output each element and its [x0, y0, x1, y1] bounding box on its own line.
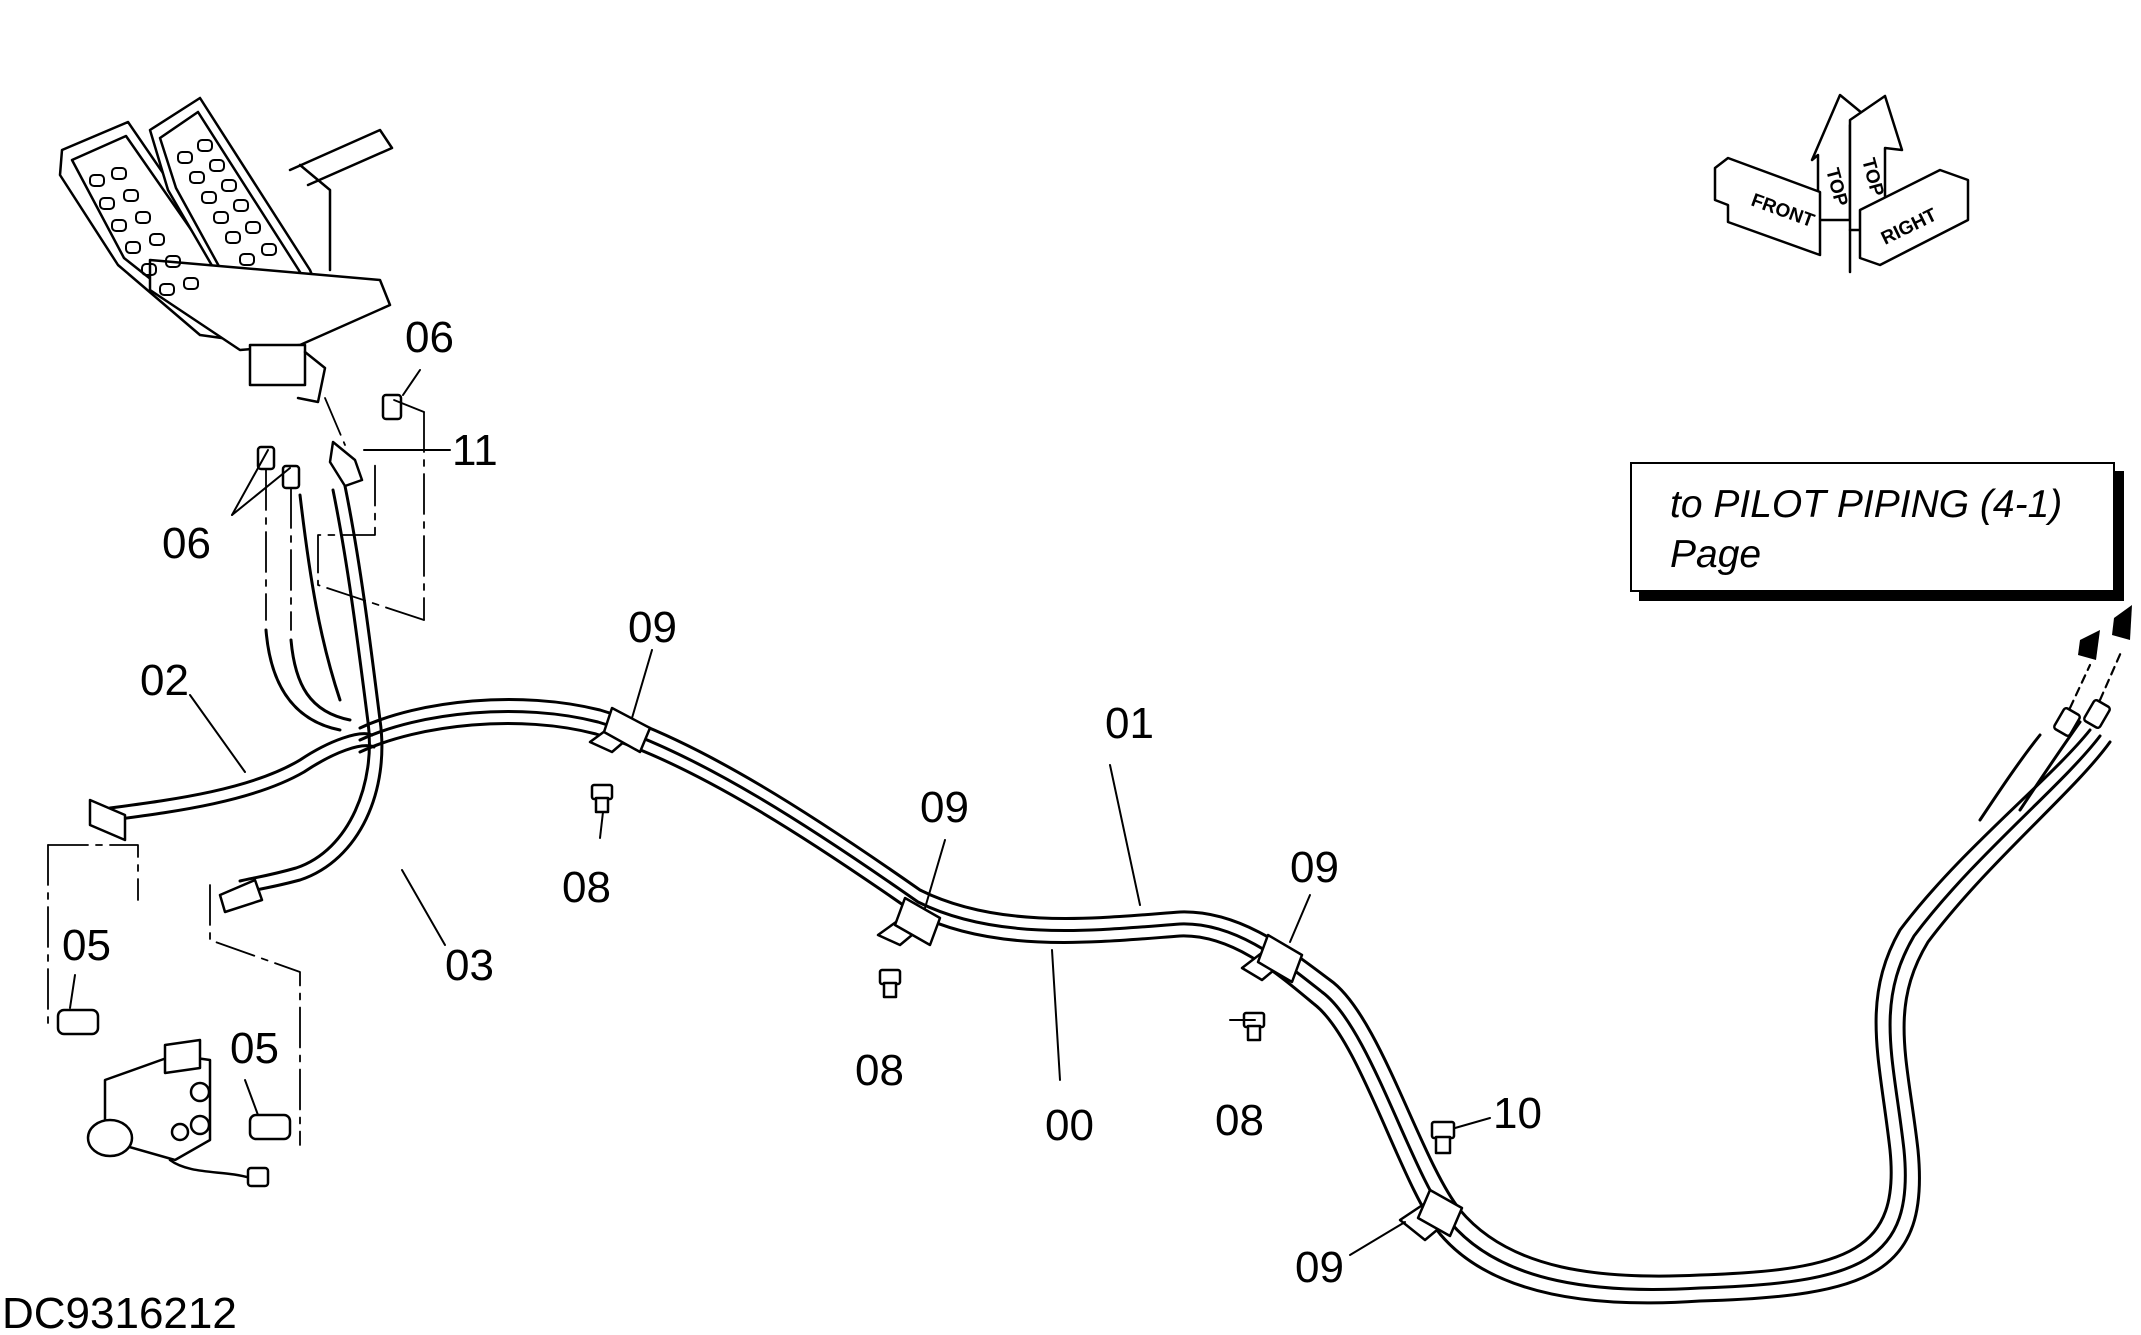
leader-lines: [69, 369, 1491, 1256]
reference-note-line1: to PILOT PIPING (4-1): [1670, 483, 2063, 526]
label-05-left: 05: [62, 921, 111, 970]
label-08-a: 08: [562, 863, 611, 912]
hose-clamps: [588, 706, 1464, 1242]
reference-note-line2: Page: [1670, 533, 1762, 576]
label-03: 03: [445, 941, 494, 990]
label-09-b: 09: [920, 783, 969, 832]
drawing-id: DC9316212: [2, 1289, 237, 1335]
end-fittings: [2053, 698, 2111, 738]
phantom-lines: [47, 397, 425, 1146]
solenoid-valve: [56, 798, 292, 1188]
reference-note-box: to PILOT PIPING (4-1) Page: [1630, 462, 2115, 592]
label-11: 11: [452, 426, 498, 475]
pedal-assembly: [58, 96, 394, 404]
label-09-c: 09: [1290, 843, 1339, 892]
label-00: 00: [1045, 1101, 1094, 1150]
bolts: [590, 783, 1456, 1155]
label-06-left: 06: [162, 519, 211, 568]
label-09-d: 09: [1295, 1243, 1344, 1292]
label-01: 01: [1105, 699, 1154, 748]
label-05-right: 05: [230, 1024, 279, 1073]
label-10: 10: [1493, 1089, 1542, 1138]
label-09-a: 09: [628, 603, 677, 652]
continuation-arrows: [2068, 648, 2124, 710]
label-08-c: 08: [1215, 1096, 1264, 1145]
label-08-b: 08: [855, 1046, 904, 1095]
label-06-top: 06: [405, 313, 454, 362]
orientation-arrows: [1713, 93, 1970, 274]
label-02: 02: [140, 656, 189, 705]
hoses: [108, 484, 2112, 1305]
